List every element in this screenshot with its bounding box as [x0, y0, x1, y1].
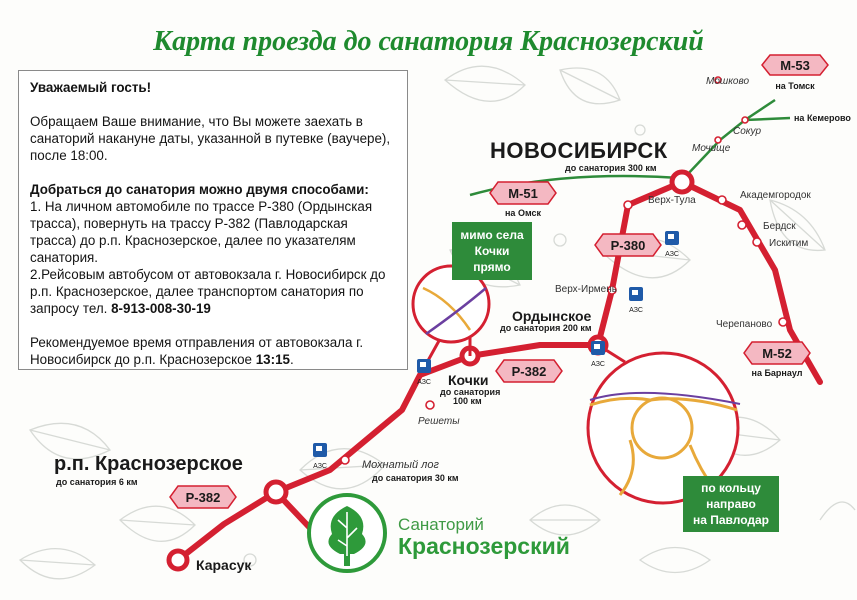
- place-verkh-tula-dot: [623, 200, 633, 210]
- city-novosibirsk-distance: до санатория 300 км: [565, 163, 657, 173]
- way-by-bus: 2.Рейсовым автобусом от автовокзала г. Н…: [30, 267, 386, 316]
- city-kochki-distance: до санатория: [440, 387, 500, 397]
- place-reshety-dot: [425, 400, 435, 410]
- place-akademgorodok-dot: [717, 195, 727, 205]
- place-sokur-dot: [741, 116, 749, 124]
- label-r380: Р-380: [611, 238, 646, 253]
- shield-r382-krasnozerskoe: Р-382: [169, 485, 237, 509]
- gas-station-ordynskoe: АЗС: [591, 341, 605, 368]
- label-m51-direction: на Омск: [505, 208, 541, 218]
- callout-ring-line-1: по кольцу: [701, 481, 761, 495]
- place-akademgorodok: Академгородок: [740, 190, 811, 201]
- place-cherepanovo: Черепаново: [716, 319, 773, 330]
- azs-label-3: АЗС: [591, 361, 605, 368]
- azs-label-5: АЗС: [313, 463, 327, 470]
- callout-kochki-line-3: прямо: [473, 260, 510, 274]
- shield-r382-kochki: Р-382: [495, 359, 563, 383]
- place-berdsk: Бердск: [763, 221, 796, 232]
- place-verkh-irmen: Верх-Ирмень: [555, 284, 617, 295]
- checkin-notice: Обращаем Ваше внимание, что Вы можете за…: [30, 114, 391, 163]
- azs-label-2: АЗС: [629, 307, 643, 314]
- zoom-kochki: [411, 264, 491, 376]
- label-m52-direction: на Барнаул: [752, 368, 803, 378]
- city-novosibirsk: НОВОСИБИРСК: [490, 138, 668, 163]
- road-kemerovo: [744, 116, 791, 122]
- departure-time: 13:15: [255, 352, 290, 367]
- callout-ring-right: по кольцу направо на Павлодар: [683, 476, 779, 532]
- label-r382-a: Р-382: [512, 364, 547, 379]
- place-verkh-irmen-dot: [607, 285, 617, 295]
- azs-label-4: АЗС: [417, 379, 431, 386]
- place-mokhnatyi-log-dot: [340, 455, 350, 465]
- place-moshkovo: Мошково: [706, 76, 749, 87]
- phone-number[interactable]: 8-913-008-30-19: [111, 301, 211, 316]
- shield-m53: М-53 на Томск: [761, 54, 829, 91]
- road-r380: [595, 179, 685, 348]
- callout-kochki-line-2: Кочки: [475, 244, 510, 258]
- gas-station-verkh-tula: АЗС: [665, 231, 679, 258]
- city-ordynskoe: Ордынское: [512, 308, 592, 324]
- sanatorium-name: Краснозерский: [398, 533, 570, 559]
- page-title: Карта проезда до санатория Краснозерский: [153, 26, 704, 57]
- callout-ring-line-2: направо: [706, 497, 756, 511]
- label-m53: М-53: [780, 58, 810, 73]
- city-krasnozerskoe: р.п. Краснозерское: [54, 453, 243, 475]
- label-m53-direction: на Томск: [775, 81, 815, 91]
- sanatorium-logo: [307, 493, 387, 573]
- shield-m52: М-52 на Барнаул: [743, 341, 811, 378]
- place-mochishche: Мочище: [692, 143, 731, 154]
- shield-r380: Р-380: [594, 233, 662, 257]
- way-by-car: 1. На личном автомобиле по трассе Р-380 …: [30, 199, 373, 265]
- road-r382: [175, 342, 601, 563]
- label-r382-b: Р-382: [186, 490, 221, 505]
- place-cherepanovo-dot: [778, 317, 788, 327]
- place-berdsk-dot: [737, 220, 747, 230]
- place-mokhnatyi-log-distance: до санатория 30 км: [372, 473, 459, 483]
- callout-kochki-straight: мимо села Кочки прямо: [452, 222, 532, 280]
- label-m51: М-51: [508, 186, 538, 201]
- sanatorium-word: Санаторий: [398, 515, 484, 534]
- place-iskitim-dot: [752, 237, 762, 247]
- place-mokhnatyi-log: Мохнатый лог: [362, 459, 439, 471]
- road-m53: [685, 98, 776, 177]
- callout-kochki-line-1: мимо села: [460, 228, 524, 242]
- city-krasnozerskoe-distance: до санатория 6 км: [56, 477, 138, 487]
- shield-m51: М-51 на Омск: [489, 181, 557, 218]
- gas-station-mokhnatyi-log: АЗС: [313, 443, 327, 470]
- city-kochki-distance-km: 100 км: [453, 396, 482, 406]
- city-krasnozerskoe-marker: [263, 479, 289, 505]
- recommend-text: Рекомендуемое время отправления от автов…: [30, 335, 364, 367]
- city-novosibirsk-marker: [669, 169, 695, 195]
- city-karasuk-marker: [166, 548, 190, 572]
- place-moshkovo-dot: [714, 76, 722, 84]
- city-karasuk: Карасук: [196, 557, 252, 573]
- place-mochishche-dot: [714, 136, 722, 144]
- city-kochki: Кочки: [448, 372, 489, 388]
- greeting: Уважаемый гость!: [30, 80, 152, 95]
- zoom-ring: [586, 343, 741, 505]
- gas-station-kochki: АЗС: [417, 359, 431, 386]
- gas-station-verkh-irmen: АЗС: [629, 287, 643, 314]
- place-reshety: Решеты: [418, 416, 460, 427]
- azs-label-1: АЗС: [665, 251, 679, 258]
- place-iskitim: Искитим: [769, 238, 808, 249]
- label-m52: М-52: [762, 346, 792, 361]
- callout-ring-line-3: на Павлодар: [693, 513, 769, 527]
- city-ordynskoe-distance: до санатория 200 км: [500, 323, 592, 333]
- ways-heading: Добраться до санатория можно двумя спосо…: [30, 182, 369, 197]
- info-panel: Уважаемый гость! Обращаем Ваше внимание,…: [18, 70, 408, 370]
- label-kemerovo: на Кемерово: [794, 113, 851, 123]
- place-verkh-tula: Верх-Тула: [648, 195, 696, 206]
- place-sokur: Сокур: [733, 126, 762, 137]
- sentence-dot: .: [289, 352, 294, 367]
